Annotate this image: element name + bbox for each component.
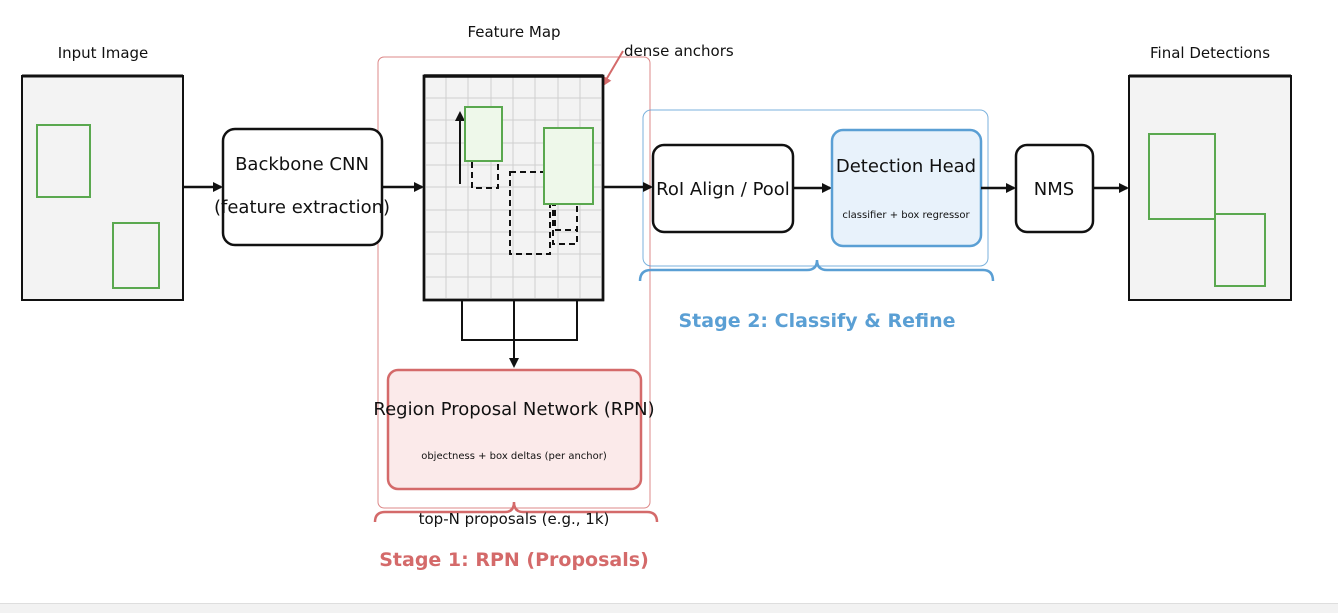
roi-label: RoI Align / Pool xyxy=(656,179,790,200)
detection-box xyxy=(1148,133,1216,220)
anchor-box xyxy=(509,171,551,255)
proposal-box xyxy=(543,127,594,205)
backbone-line2: (feature extraction) xyxy=(214,197,390,218)
bottom-edge xyxy=(0,603,1338,613)
feature-map-label: Feature Map xyxy=(467,23,560,41)
input-object-box xyxy=(36,124,91,198)
stage2-label: Stage 2: Classify & Refine xyxy=(679,310,956,332)
dense-anchors-label: dense anchors xyxy=(624,42,734,60)
feature-map-panel xyxy=(422,74,605,302)
nms-label: NMS xyxy=(1034,179,1074,200)
final-detections-label: Final Detections xyxy=(1150,44,1270,62)
stage1-brace xyxy=(373,501,659,523)
proposal-box xyxy=(464,106,503,162)
dense-anchors-pointer xyxy=(601,50,624,87)
input-object-box xyxy=(112,222,160,289)
detection-box xyxy=(1214,213,1266,287)
backbone-node xyxy=(221,127,384,247)
rpn-subtitle: objectness + box deltas (per anchor) xyxy=(421,451,607,462)
detection-head-node xyxy=(830,128,983,248)
stage1-note: top-N proposals (e.g., 1k) xyxy=(419,510,610,528)
stage2-brace xyxy=(638,259,995,282)
detection-head-subtitle: classifier + box regressor xyxy=(842,210,970,221)
stage1-label: Stage 1: RPN (Proposals) xyxy=(379,549,649,571)
input-image-label: Input Image xyxy=(58,44,149,62)
rpn-node xyxy=(386,368,643,491)
featuremap-to-rpn-connector xyxy=(461,300,578,341)
detection-head-title: Detection Head xyxy=(836,156,976,177)
backbone-line1: Backbone CNN xyxy=(235,154,369,175)
rpn-title: Region Proposal Network (RPN) xyxy=(373,399,654,420)
